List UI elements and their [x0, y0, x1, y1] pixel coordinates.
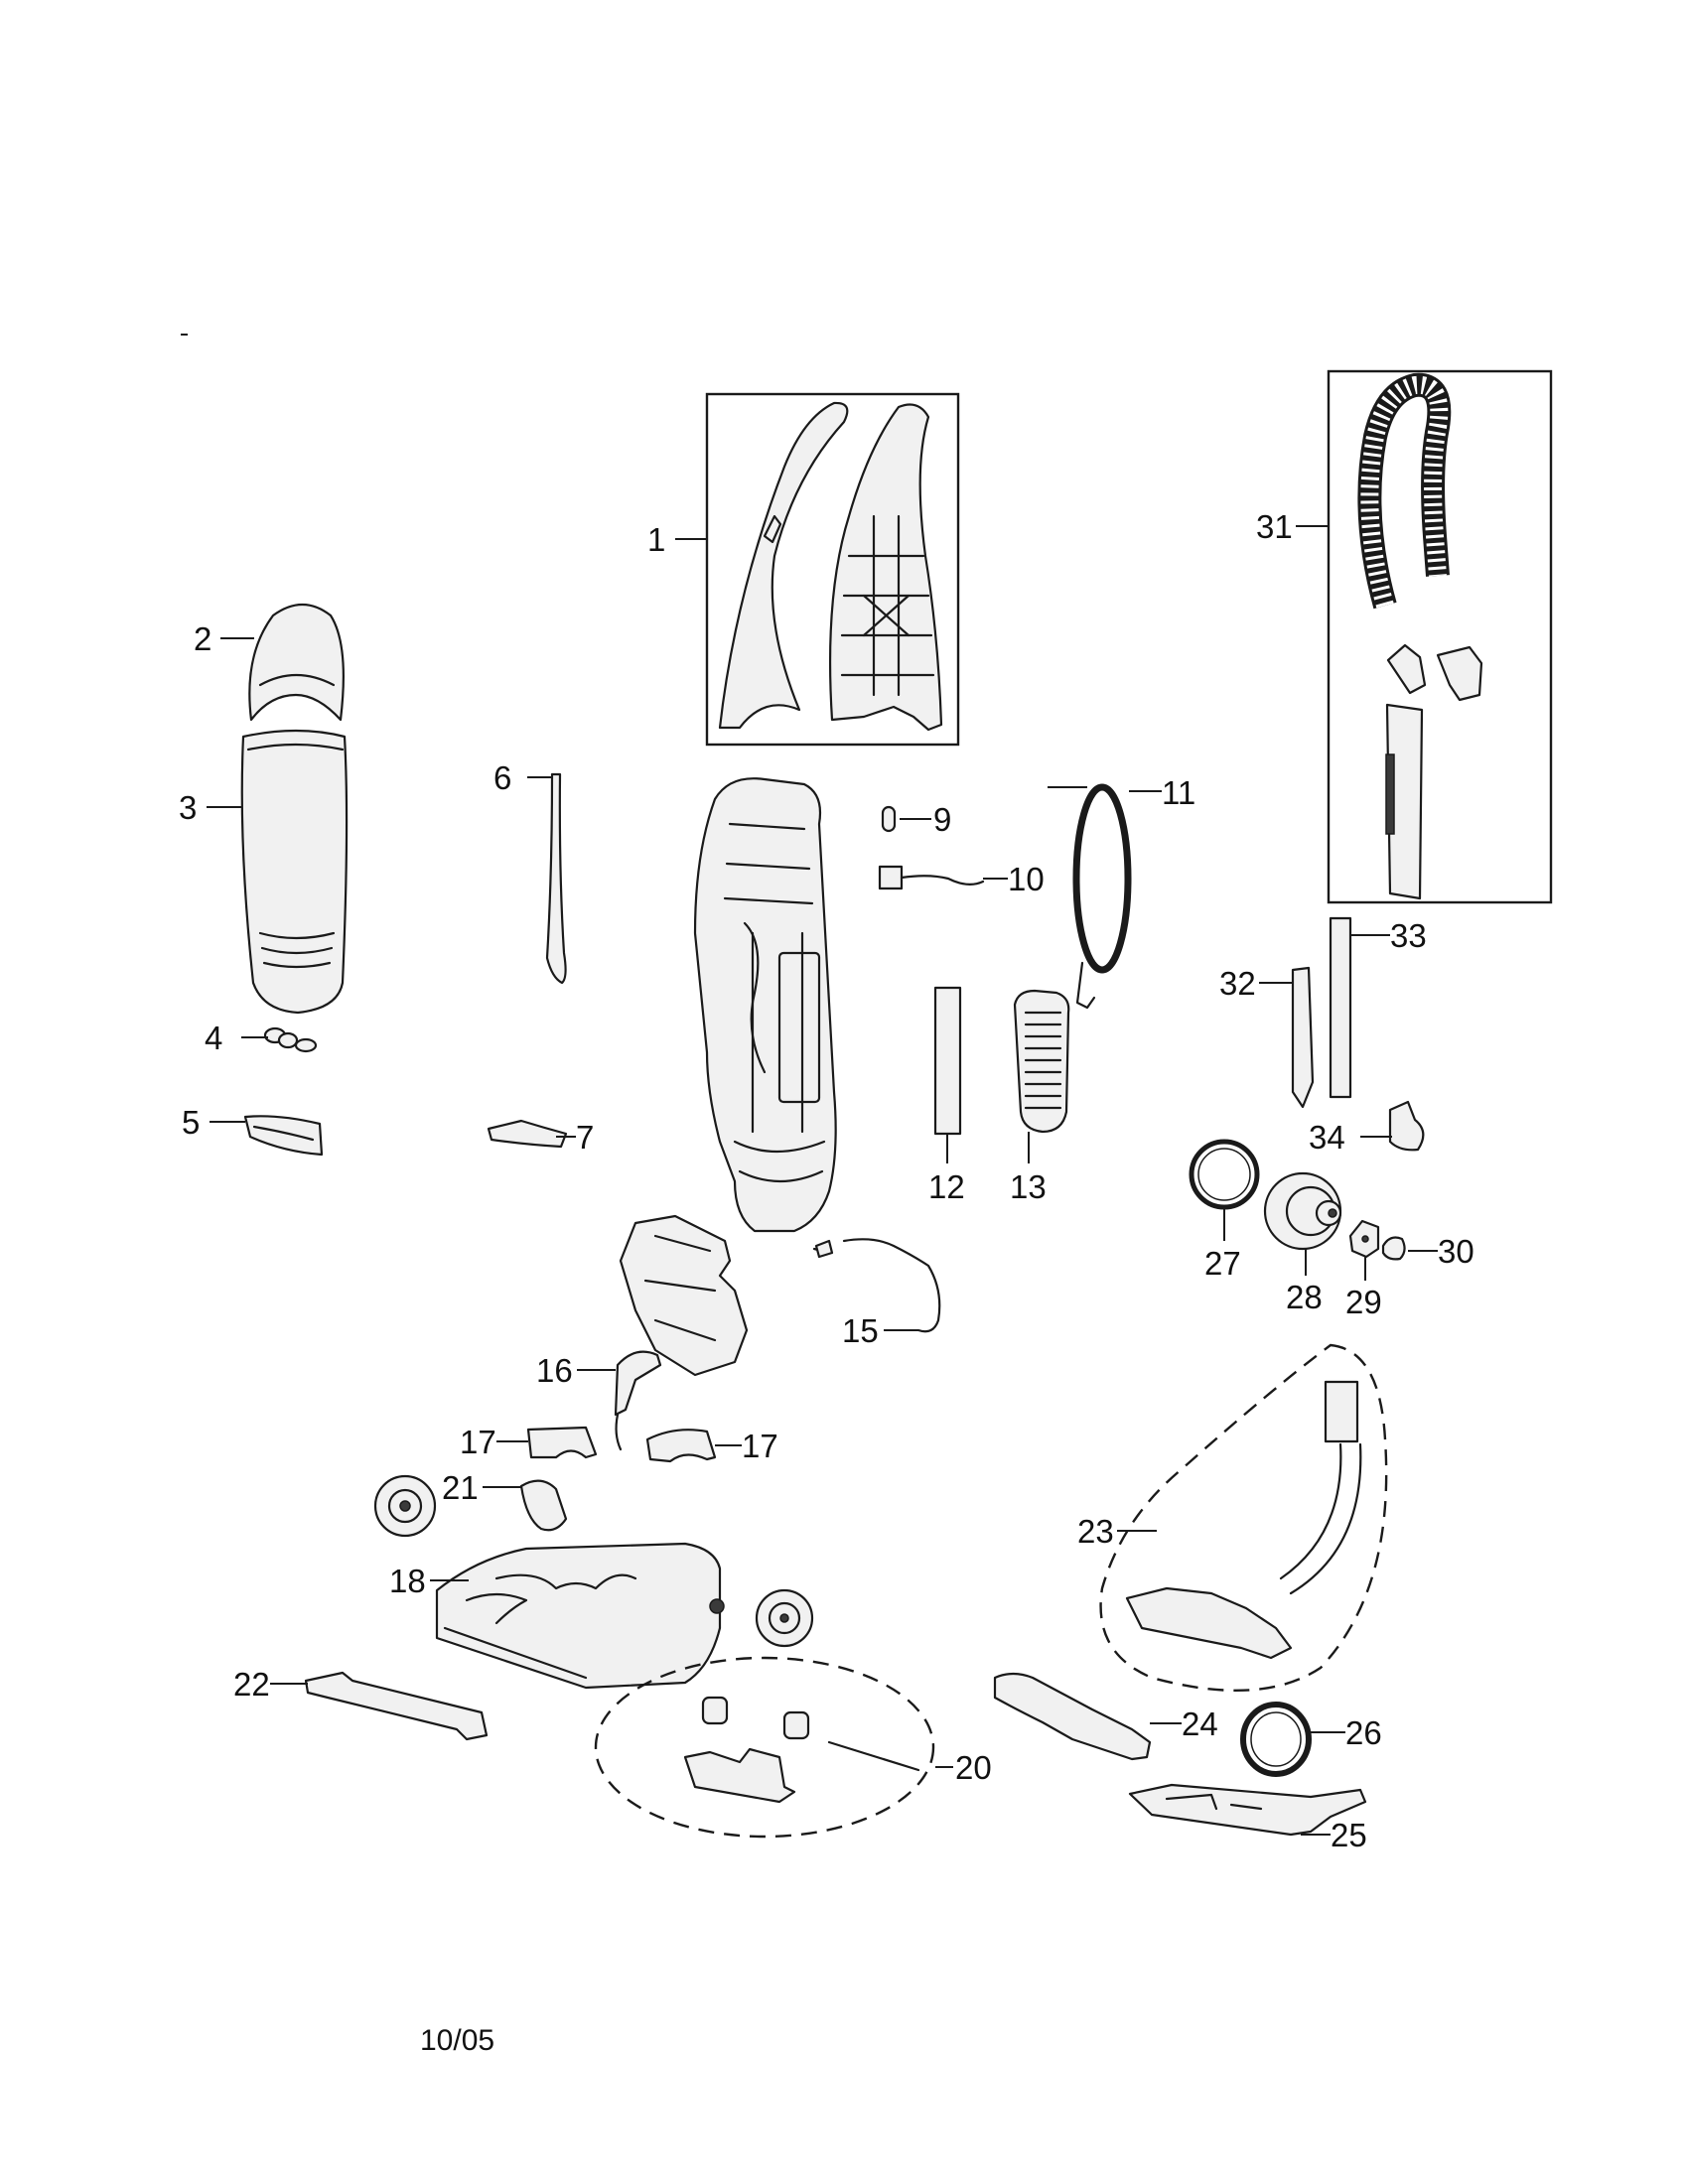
- part-11-belt: [1048, 783, 1132, 1010]
- part-6-rod: [545, 772, 567, 985]
- callout-29: 29: [1345, 1284, 1382, 1320]
- part-4-knob: [263, 1026, 318, 1053]
- part-29-washer: [1348, 1219, 1380, 1259]
- part-33-wand: [1329, 916, 1352, 1099]
- callout-31: 31: [1256, 508, 1293, 545]
- part-27-ring: [1189, 1139, 1260, 1210]
- callout-26: 26: [1345, 1714, 1382, 1751]
- callout-32: 32: [1219, 965, 1256, 1002]
- main-body-housing: [693, 777, 837, 1233]
- part-1-handle: [705, 392, 960, 747]
- part-18-base: [435, 1542, 814, 1690]
- part-17-left: [526, 1426, 598, 1459]
- part-31-hose-kit: [1327, 369, 1553, 904]
- part-9-pin: [881, 805, 897, 833]
- part-17-right: [645, 1429, 717, 1463]
- callout-30: 30: [1438, 1233, 1474, 1270]
- callout-10: 10: [1008, 861, 1045, 897]
- callout-7: 7: [576, 1119, 594, 1156]
- callout-25: 25: [1331, 1817, 1367, 1853]
- part-13-filter: [1013, 989, 1070, 1134]
- part-15-bracket: [812, 1238, 941, 1333]
- part-28-motor: [1263, 1171, 1342, 1251]
- part-10-switch: [878, 865, 985, 890]
- part-24-tool: [993, 1672, 1152, 1761]
- callout-23: 23: [1077, 1513, 1114, 1550]
- part-5-latch: [243, 1115, 324, 1157]
- part-2-top-cap: [248, 604, 345, 722]
- callout-33: 33: [1390, 917, 1427, 954]
- callout-21: 21: [442, 1469, 479, 1506]
- part-32-crevice-tool: [1291, 966, 1315, 1109]
- callout-12: 12: [928, 1168, 965, 1205]
- callout-17a: 17: [460, 1424, 496, 1460]
- callout-6: 6: [493, 759, 511, 796]
- footer-date: 10/05: [420, 2024, 494, 2057]
- part-26-ring: [1240, 1702, 1312, 1777]
- part-21-wheel: [373, 1474, 568, 1538]
- callout-16: 16: [536, 1352, 573, 1389]
- part-30-nut: [1381, 1236, 1406, 1261]
- lower-housing: [619, 1214, 749, 1377]
- callout-1: 1: [647, 521, 665, 558]
- callout-5: 5: [182, 1104, 200, 1141]
- part-3-dirt-cup: [240, 729, 349, 1015]
- callout-2: 2: [194, 620, 211, 657]
- part-22-bumper: [304, 1671, 489, 1741]
- part-12-strip: [933, 986, 962, 1136]
- part-25-strip: [1128, 1783, 1367, 1837]
- callout-18: 18: [389, 1563, 426, 1599]
- callout-27: 27: [1204, 1245, 1241, 1282]
- callout-28: 28: [1286, 1279, 1323, 1315]
- callout-9: 9: [933, 801, 951, 838]
- callout-24: 24: [1182, 1706, 1218, 1742]
- callout-4: 4: [205, 1020, 222, 1056]
- callout-3: 3: [179, 789, 197, 826]
- part-7-pedal: [487, 1119, 568, 1149]
- part-34-adapter: [1388, 1100, 1425, 1152]
- callout-20: 20: [955, 1749, 992, 1786]
- part-20-brushroll-kit: [594, 1656, 935, 1839]
- callout-34: 34: [1309, 1119, 1345, 1156]
- callout-17b: 17: [742, 1428, 778, 1464]
- part-16-lever: [614, 1350, 662, 1451]
- part-31-box: [1327, 369, 1553, 904]
- callout-22: 22: [233, 1666, 270, 1703]
- callout-15: 15: [842, 1312, 879, 1349]
- part-1-box: [705, 392, 960, 747]
- part-23-hose-assembly: [1099, 1343, 1388, 1693]
- callout-13: 13: [1010, 1168, 1047, 1205]
- callout-11: 11: [1162, 774, 1195, 811]
